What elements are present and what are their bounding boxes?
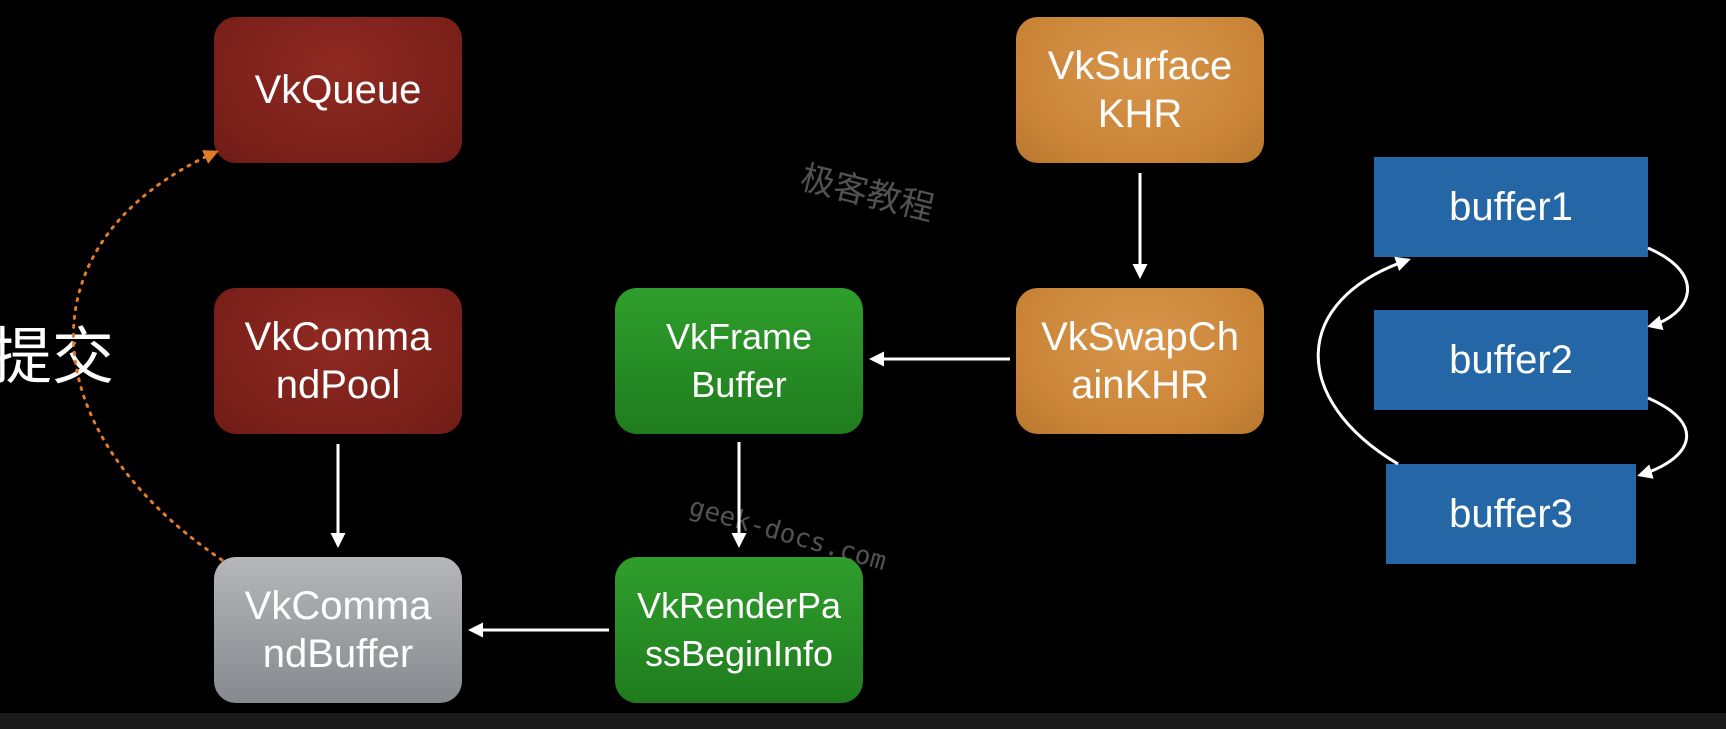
- arrow-buffer1-to-buffer2: [1647, 246, 1690, 331]
- node-vkframebuffer-line1: VkFrame: [665, 316, 813, 357]
- node-buffer1: buffer1: [1374, 157, 1648, 257]
- node-buffer2: buffer2: [1374, 310, 1648, 410]
- node-vkswapchainkhr-line2: ainKHR: [1071, 363, 1209, 407]
- node-vkswapchainkhr: VkSwapCh ainKHR: [1016, 288, 1264, 434]
- submit-label: 提交: [0, 320, 115, 393]
- node-vkcommandpool-line2: ndPool: [275, 363, 401, 407]
- node-vkcommandpool: VkComma ndPool: [214, 288, 462, 434]
- node-vkcommandbuffer: VkComma ndBuffer: [214, 557, 462, 703]
- node-buffer1-label: buffer1: [1449, 185, 1573, 229]
- node-vkcommandpool-line1: VkComma: [244, 315, 432, 359]
- node-vksurfacekhr-line1: VkSurface: [1047, 44, 1233, 88]
- node-vkrenderpassbegininfo-line1: VkRenderPa: [636, 585, 842, 626]
- node-vkrenderpassbegininfo-line2: ssBeginInfo: [644, 633, 834, 674]
- node-vkqueue-line1: VkQueue: [254, 68, 422, 112]
- node-vkcommandbuffer-line1: VkComma: [244, 584, 432, 628]
- node-buffer2-label: buffer2: [1449, 338, 1573, 382]
- node-vkqueue: VkQueue: [214, 17, 462, 163]
- arrow-buffer2-to-buffer3: [1637, 396, 1689, 479]
- node-vkcommandbuffer-line2: ndBuffer: [262, 632, 414, 676]
- node-vkrenderpassbegininfo: VkRenderPa ssBeginInfo: [615, 557, 863, 703]
- node-vkframebuffer: VkFrame Buffer: [615, 288, 863, 434]
- node-vksurfacekhr: VkSurface KHR: [1016, 17, 1264, 163]
- node-buffer3-label: buffer3: [1449, 492, 1573, 536]
- node-vkswapchainkhr-line1: VkSwapCh: [1041, 315, 1239, 359]
- arrow-buffer3-to-buffer1: [1316, 256, 1411, 466]
- node-vkframebuffer-line2: Buffer: [691, 364, 787, 405]
- bottom-bar: [0, 713, 1726, 729]
- node-vksurfacekhr-line2: KHR: [1097, 92, 1183, 136]
- arrow-submit-dotted: [72, 150, 224, 562]
- node-buffer3: buffer3: [1386, 464, 1636, 564]
